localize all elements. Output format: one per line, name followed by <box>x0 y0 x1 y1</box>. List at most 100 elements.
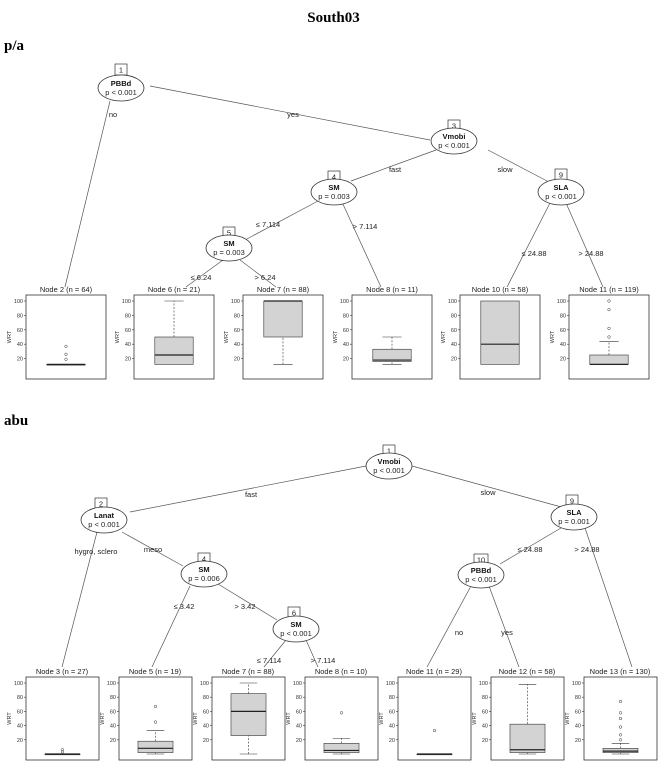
y-tick-label: 80 <box>125 313 131 319</box>
node-id: 4 <box>202 555 206 564</box>
outlier-point <box>64 344 68 348</box>
y-tick-label: 40 <box>110 724 116 730</box>
outlier-point <box>607 326 611 330</box>
node-variable: Lanat <box>94 511 115 520</box>
leaf-title: Node 10 (n = 58) <box>472 285 529 294</box>
y-tick-label: 40 <box>343 342 349 348</box>
node-id: 1 <box>387 447 391 456</box>
y-axis-label: WRT <box>565 712 571 725</box>
edge-label: > 7.114 <box>311 656 336 665</box>
y-tick-label: 60 <box>451 328 457 334</box>
y-tick-label: 20 <box>125 357 131 363</box>
iqr-box <box>154 336 194 365</box>
tree-node: 4 SM p = 0.003 <box>310 170 358 206</box>
y-tick-label: 40 <box>389 724 395 730</box>
y-tick-label: 60 <box>17 328 23 334</box>
leaf-title: Node 5 (n = 19) <box>129 667 182 676</box>
y-tick-label: 20 <box>203 738 209 744</box>
outlier-point <box>607 335 611 339</box>
node-pvalue: p < 0.001 <box>105 88 137 97</box>
outlier-point <box>618 725 623 729</box>
node-id: 5 <box>227 229 231 238</box>
y-tick-label: 100 <box>14 681 23 687</box>
edge-label: ≤ 24.88 <box>522 249 547 258</box>
tree-node: 9 SLA p < 0.001 <box>537 168 585 206</box>
leaf-frame <box>397 676 472 761</box>
node-variable: SM <box>198 565 209 574</box>
y-tick-label: 20 <box>575 738 581 744</box>
y-tick-label: 40 <box>125 342 131 348</box>
leaf-title: Node 11 (n = 119) <box>579 285 639 294</box>
y-axis-label: WRT <box>193 712 199 725</box>
leaf-title: Node 7 (n = 88) <box>222 667 275 676</box>
edge-label: ≤ 7.114 <box>257 656 281 665</box>
iqr-box <box>323 743 360 753</box>
tree-node: 4 SM p = 0.006 <box>180 552 228 588</box>
edge-label: hygro, sclero <box>75 547 118 556</box>
leaf-title: Node 2 (n = 64) <box>40 285 93 294</box>
edge-label: no <box>455 628 463 637</box>
y-tick-label: 20 <box>234 357 240 363</box>
leaf-frame <box>25 294 107 380</box>
leaf-frame <box>351 294 433 380</box>
y-tick-label: 100 <box>200 681 209 687</box>
edge-label: > 24.88 <box>578 249 603 258</box>
node-variable: SLA <box>554 183 570 192</box>
panel-abu: abu fast slow hygro, sclero meso ≤ 3.42 … <box>4 413 658 761</box>
y-tick-label: 100 <box>479 681 488 687</box>
leaf-frame <box>459 294 541 380</box>
node-id: 4 <box>332 173 336 182</box>
edge-label: > 7.114 <box>353 222 378 231</box>
y-tick-label: 80 <box>389 695 395 701</box>
outlier-point <box>618 738 623 742</box>
y-tick-label: 20 <box>451 357 457 363</box>
y-axis-label: WRT <box>333 330 339 343</box>
y-tick-label: 100 <box>386 681 395 687</box>
tree-node: 5 SM p = 0.003 <box>205 226 253 262</box>
tree-node: 6 SM p < 0.001 <box>272 606 320 643</box>
panel-pa-label: p/a <box>4 38 25 54</box>
y-tick-label: 80 <box>575 695 581 701</box>
y-tick-label: 40 <box>296 724 302 730</box>
y-tick-label: 80 <box>234 313 240 319</box>
leaf-title: Node 7 (n = 88) <box>257 285 310 294</box>
leaf-frame <box>583 676 658 761</box>
outlier-point <box>618 711 623 715</box>
iqr-box <box>480 300 520 365</box>
y-tick-label: 100 <box>448 299 457 305</box>
y-axis-label: WRT <box>472 712 478 725</box>
node-pvalue: p = 0.003 <box>318 192 350 201</box>
y-tick-label: 40 <box>17 724 23 730</box>
y-tick-label: 20 <box>343 357 349 363</box>
y-tick-label: 20 <box>296 738 302 744</box>
node-id: 9 <box>570 497 574 506</box>
y-tick-label: 20 <box>17 738 23 744</box>
leaf-title: Node 12 (n = 58) <box>499 667 556 676</box>
outlier-point <box>60 748 65 752</box>
y-tick-label: 60 <box>203 709 209 715</box>
node-variable: PBBd <box>111 79 132 88</box>
y-tick-label: 100 <box>340 299 349 305</box>
y-axis-label: WRT <box>379 712 385 725</box>
node-id: 1 <box>119 66 123 75</box>
node-pvalue: p < 0.001 <box>280 629 312 638</box>
y-tick-label: 100 <box>231 299 240 305</box>
y-tick-label: 100 <box>14 299 23 305</box>
y-tick-label: 80 <box>203 695 209 701</box>
outlier-point <box>64 357 68 361</box>
panel-abu-label: abu <box>4 413 28 429</box>
leaf-frame <box>242 294 324 380</box>
y-axis-label: WRT <box>286 712 292 725</box>
outlier-point <box>432 729 437 733</box>
y-tick-label: 40 <box>234 342 240 348</box>
y-tick-label: 60 <box>575 709 581 715</box>
